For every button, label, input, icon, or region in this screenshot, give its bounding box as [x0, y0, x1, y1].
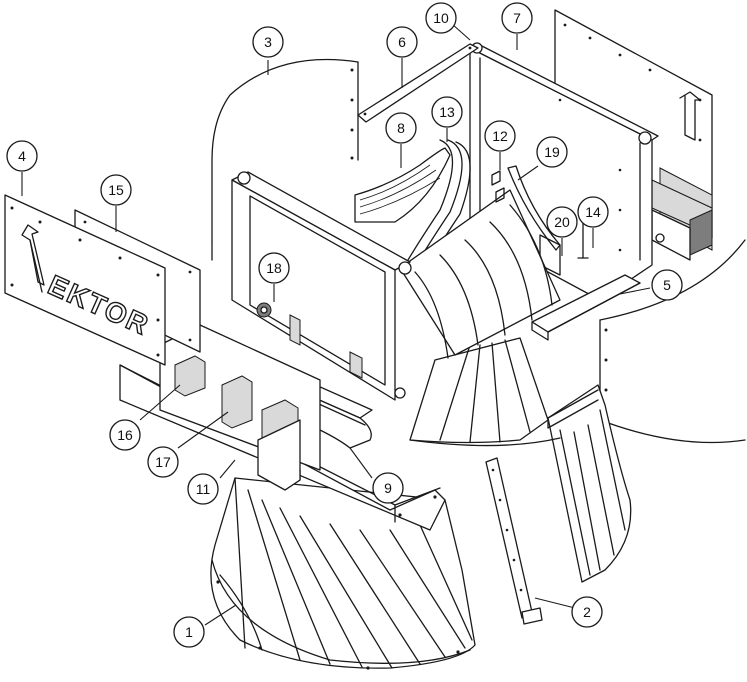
leader-9: [349, 447, 373, 479]
callout-14: 14: [577, 196, 609, 228]
callout-4: 4: [6, 140, 38, 172]
lower-right-funnel: [547, 384, 632, 583]
center-funnel: [409, 337, 561, 447]
callout-4-label: 4: [18, 148, 26, 164]
callout-9-label: 9: [384, 480, 392, 496]
callout-2-label: 2: [583, 604, 591, 620]
part-2-strap: [485, 457, 543, 625]
callout-20-label: 20: [554, 214, 570, 230]
leader-5: [619, 287, 651, 295]
callout-17-label: 17: [155, 454, 171, 470]
callout-5-label: 5: [663, 277, 671, 293]
callout-5: 5: [651, 269, 683, 301]
callout-6: 6: [386, 26, 418, 58]
part-12-marks: [491, 170, 505, 203]
callout-13: 13: [431, 96, 463, 128]
callout-11: 11: [187, 473, 219, 505]
part-14-pin: [577, 219, 589, 259]
callout-16-label: 16: [117, 427, 133, 443]
callout-8-label: 8: [397, 120, 405, 136]
leader-16: [139, 384, 181, 421]
callout-19: 19: [536, 136, 568, 168]
callout-9: 9: [372, 472, 404, 504]
callout-15: 15: [100, 174, 132, 206]
leader-19: [517, 165, 539, 181]
leader-10: [451, 23, 471, 41]
leader-11: [219, 459, 236, 479]
callout-14-label: 14: [585, 204, 601, 220]
callout-19-label: 19: [544, 144, 560, 160]
leader-17: [177, 411, 229, 449]
callout-12: 12: [484, 120, 516, 152]
callout-6-label: 6: [398, 34, 406, 50]
part-5-channel: [531, 274, 641, 341]
front-frame: [231, 171, 412, 401]
callout-10: 10: [425, 2, 457, 34]
callout-18-label: 18: [266, 260, 282, 276]
leader-1: [204, 604, 237, 626]
part-4-logo-panel: [4, 194, 166, 366]
callout-7-label: 7: [513, 10, 521, 26]
callout-1: 1: [173, 616, 205, 648]
part-8-perforated-chute: [354, 147, 451, 223]
callout-7: 7: [501, 2, 533, 34]
callout-11-label: 11: [196, 481, 211, 497]
right-side-rail: [651, 179, 713, 261]
callout-18: 18: [258, 252, 290, 284]
leader-lines: [21, 23, 651, 626]
callout-8: 8: [385, 112, 417, 144]
callout-15-label: 15: [108, 182, 124, 198]
leader-2: [534, 597, 576, 609]
part-6-top-bar: [357, 43, 479, 123]
callout-17: 17: [147, 446, 179, 478]
callout-2: 2: [571, 596, 603, 628]
callout-10-label: 10: [433, 10, 449, 26]
lower-carriage: [159, 324, 321, 491]
guide-slats: [399, 189, 561, 359]
callout-13-label: 13: [439, 104, 455, 120]
callout-3-label: 3: [264, 34, 272, 50]
callout-16: 16: [109, 419, 141, 451]
part-1-base-funnel: [210, 477, 476, 670]
callout-20: 20: [546, 206, 578, 238]
callout-1-label: 1: [185, 624, 193, 640]
part-3-curved-skirt: [211, 58, 359, 261]
callout-12-label: 12: [492, 128, 508, 144]
callout-3: 3: [252, 26, 284, 58]
